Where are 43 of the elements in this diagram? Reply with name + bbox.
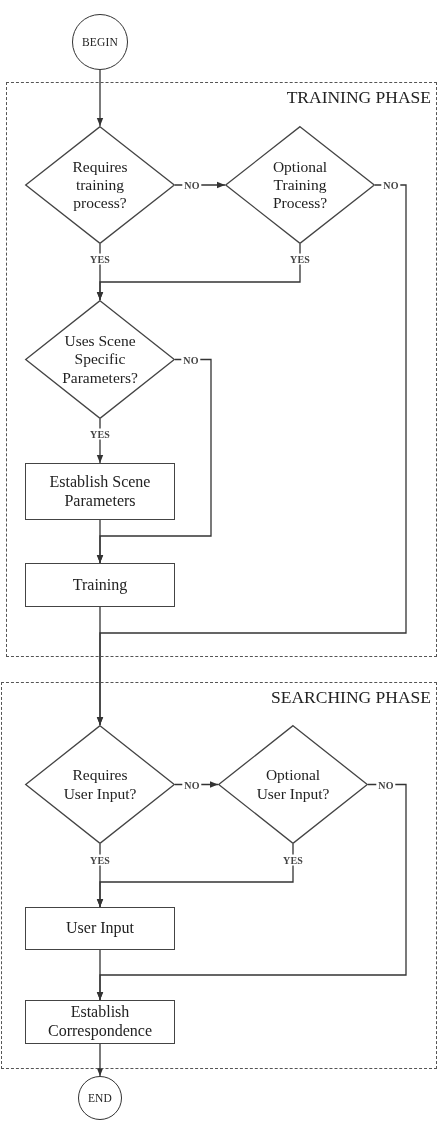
- arrow: [96, 519, 104, 564]
- process-box: [25, 563, 175, 607]
- terminal-circle: [78, 1076, 122, 1120]
- arrow: [96, 606, 104, 726]
- step-label: Training: [72, 575, 128, 595]
- arrow: [96, 1043, 104, 1077]
- edge-label: YES: [87, 253, 113, 265]
- terminal-label: BEGIN: [81, 36, 119, 48]
- edge-label: NO: [181, 354, 201, 366]
- arrow: [96, 949, 104, 1001]
- step-label: Establish Correspondence: [47, 1003, 153, 1041]
- decision-diamond: [25, 300, 175, 419]
- decision-question: Uses Scene Specific Parameters?: [61, 332, 139, 387]
- decision-diamond: [225, 126, 375, 244]
- arrow: [96, 243, 301, 301]
- edge-label: NO: [182, 179, 202, 191]
- phase-title: TRAINING PHASE: [286, 87, 431, 108]
- decision-question: Requires training process?: [71, 157, 129, 213]
- edge-label: NO: [182, 779, 202, 791]
- phase-group: [6, 82, 437, 657]
- process-box: [25, 1000, 175, 1044]
- decision-diamond: [25, 126, 175, 244]
- edge-label: YES: [87, 428, 113, 440]
- phase-group: [1, 682, 437, 1069]
- decision-diamond: [218, 725, 368, 844]
- edge-label: NO: [381, 179, 401, 191]
- step-label: Establish Scene Parameters: [48, 472, 152, 511]
- decision-diamond: [25, 725, 175, 844]
- arrow: [96, 69, 104, 127]
- terminal-circle: [72, 14, 128, 70]
- edge-label: YES: [287, 253, 313, 265]
- process-box: [25, 907, 175, 950]
- phase-title: SEARCHING PHASE: [271, 687, 431, 708]
- edge-label: YES: [87, 854, 113, 866]
- edge-label: NO: [376, 779, 396, 791]
- process-box: [25, 463, 175, 520]
- step-label: User Input: [66, 919, 134, 938]
- edge-label: YES: [280, 854, 306, 866]
- arrow: [96, 843, 294, 908]
- terminal-label: END: [87, 1092, 113, 1104]
- decision-question: Requires User Input?: [62, 766, 138, 803]
- decision-question: Optional Training Process?: [271, 157, 329, 213]
- decision-question: Optional User Input?: [255, 766, 331, 803]
